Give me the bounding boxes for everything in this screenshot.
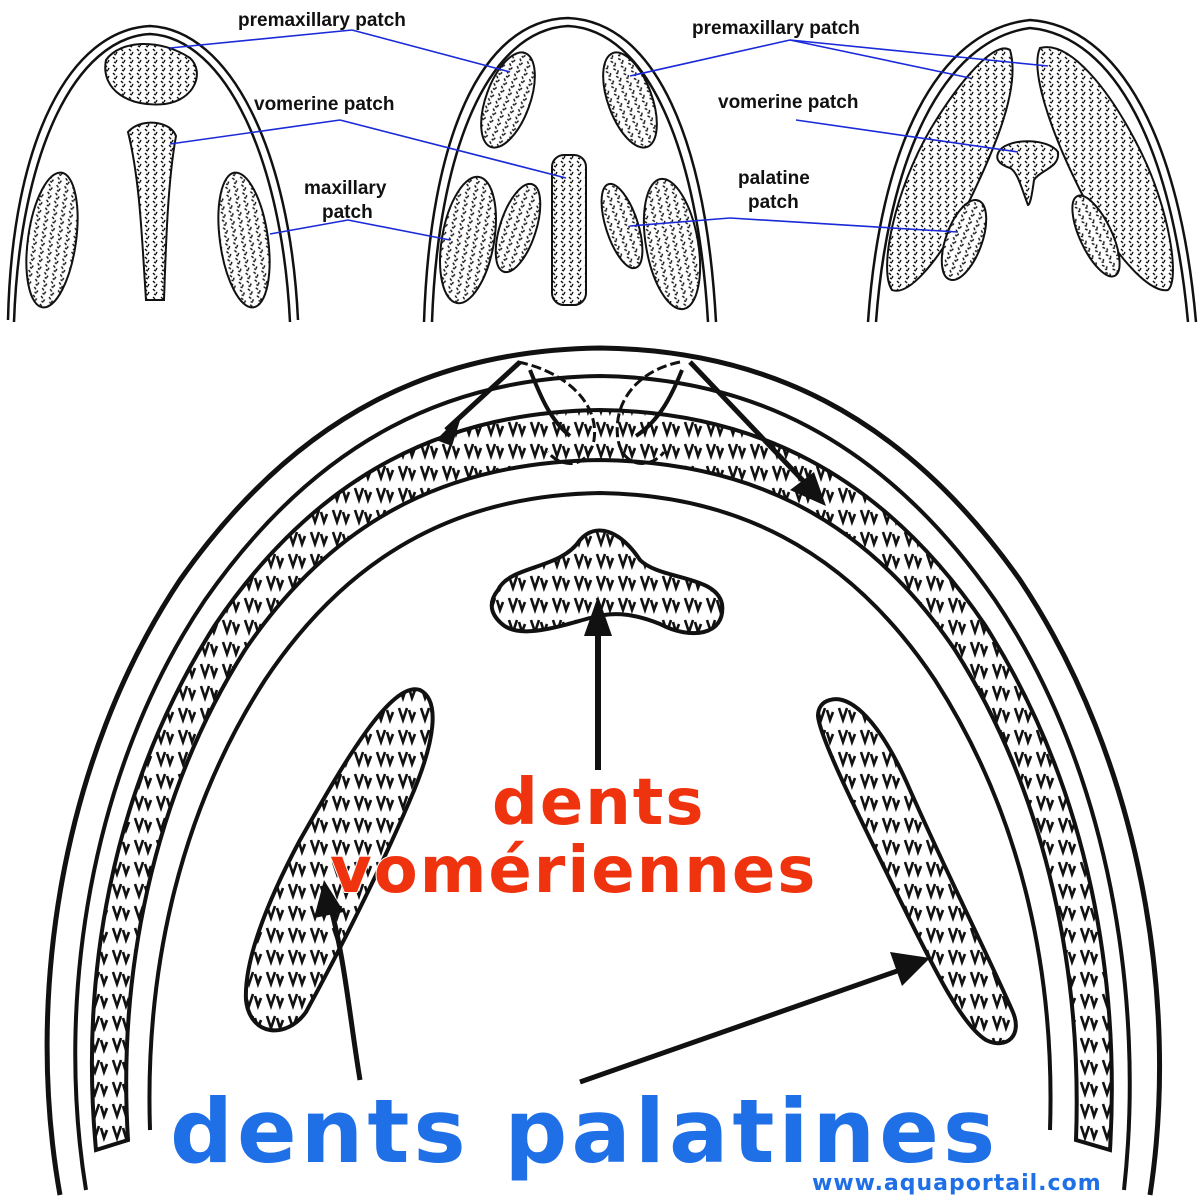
maxillary-patch-middle-right xyxy=(642,177,702,311)
palatine-teeth-patch-left xyxy=(243,687,435,1033)
maxillary-patch-left-a xyxy=(25,171,79,309)
premaxillary-maxillary-patch-right-right xyxy=(1036,46,1174,292)
jaw-outline-left xyxy=(6,24,300,323)
palatine-arrows xyxy=(314,880,930,1085)
label-vomerine-patch-right: vomerine patch xyxy=(718,92,858,113)
label-dents-palatines: dents palatines xyxy=(170,1080,999,1183)
label-premaxillary-patch-left: premaxillary patch xyxy=(238,10,406,31)
palatine-patch-middle-left xyxy=(494,182,542,274)
jaw-outline-right xyxy=(866,18,1198,323)
lower-jaw-arch xyxy=(44,345,1162,1196)
palatine-patch-right-left xyxy=(940,199,988,281)
band-arrows xyxy=(436,360,826,506)
palatine-teeth-patch-right xyxy=(815,697,1018,1046)
premaxillary-patch-left xyxy=(104,42,198,106)
vomerine-teeth-patch xyxy=(489,528,725,636)
vomerine-patch-middle xyxy=(551,154,587,306)
label-palatine-line2: patch xyxy=(748,192,799,213)
leader-lines xyxy=(169,29,1049,241)
maxillary-teeth-band xyxy=(89,407,1114,1153)
premaxillary-patch-middle-right xyxy=(602,51,658,149)
vomerine-patch-right xyxy=(996,140,1060,207)
maxillary-patch-middle-left xyxy=(439,175,497,305)
maxillary-patch-left-b xyxy=(217,171,271,309)
label-vomerine-patch-left: vomerine patch xyxy=(254,94,394,115)
label-dents-vomeriennes-line2: vomériennes xyxy=(330,834,817,908)
vomerine-arrow xyxy=(584,596,612,770)
watermark-link[interactable]: www.aquaportail.com xyxy=(812,1171,1102,1196)
label-maxillary-line1: maxillary xyxy=(304,178,387,199)
label-maxillary-line2: patch xyxy=(322,202,373,223)
palatine-patch-middle-right xyxy=(600,182,644,270)
label-palatine-line1: palatine xyxy=(738,168,810,189)
label-premaxillary-patch-right: premaxillary patch xyxy=(692,18,860,39)
palatine-patch-right-right xyxy=(1071,194,1121,278)
top-panel: premaxillary patch vomerine patch maxill… xyxy=(6,10,1198,323)
label-dents-vomeriennes-line1: dents xyxy=(492,766,705,840)
jaw-outline-middle xyxy=(422,16,718,323)
bottom-panel: dents vomériennes dents palatines www.aq… xyxy=(44,345,1162,1196)
premaxillary-patch-middle-left xyxy=(480,51,536,149)
vomerine-patch-left xyxy=(126,121,178,301)
